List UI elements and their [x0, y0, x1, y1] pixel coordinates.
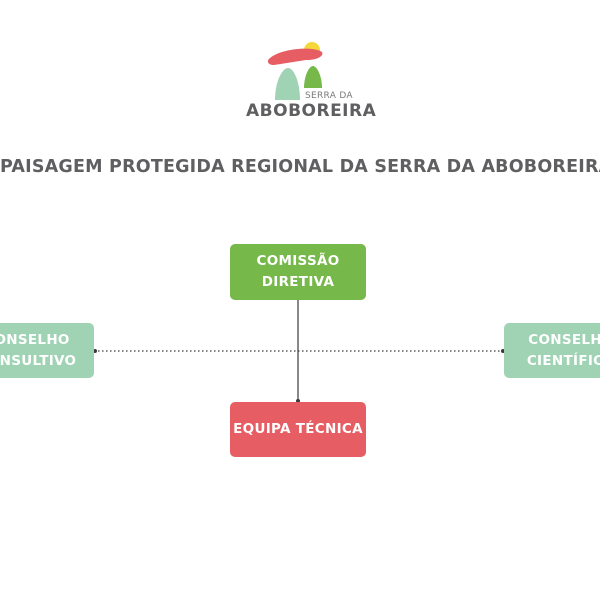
conselho-consultivo-line1: CONSELHO: [0, 331, 70, 348]
connector-endpoint-left: [93, 349, 97, 353]
serra-da-aboboreira-logo: SERRA DA ABOBOREIRA: [244, 38, 376, 122]
conselho-cientifico-line1: CONSELHO: [528, 331, 600, 348]
conselho-consultivo-box: CONSELHO CONSULTIVO: [0, 323, 94, 378]
comissao-diretiva-line1: COMISSÃO: [256, 253, 340, 269]
logo-mark-icon: [267, 42, 323, 100]
comissao-diretiva-box: COMISSÃO DIRETIVA: [230, 244, 366, 300]
logo-small-text: SERRA DA: [305, 91, 353, 101]
conselho-consultivo-line2: CONSULTIVO: [0, 352, 77, 369]
equipa-tecnica-box: EQUIPA TÉCNICA: [230, 402, 366, 457]
conselho-cientifico-line2: CIENTÍFICO: [526, 352, 600, 369]
conselho-cientifico-box: CONSELHO CIENTÍFICO: [504, 323, 600, 378]
equipa-tecnica-label: EQUIPA TÉCNICA: [233, 421, 363, 437]
comissao-diretiva-line2: DIRETIVA: [261, 274, 335, 290]
page-title: PAISAGEM PROTEGIDA REGIONAL DA SERRA DA …: [0, 157, 600, 177]
logo-big-text: ABOBOREIRA: [246, 101, 377, 121]
